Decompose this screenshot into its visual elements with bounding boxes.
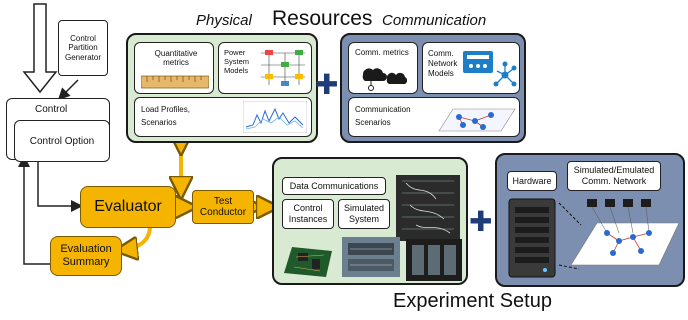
communication-resources-panel: Comm. metrics Comm. Network Models Commu… xyxy=(340,33,526,143)
simulated-network-card: Simulated/Emulated Comm. Network xyxy=(567,161,661,191)
comm-network-models-label: Comm. Network Models xyxy=(428,49,458,78)
partition-to-control-line xyxy=(57,79,79,101)
evaluator-label: Evaluator xyxy=(94,198,162,215)
load-profiles-card: Load Profiles, Scenarios xyxy=(134,97,312,137)
resources-heading: Resources xyxy=(272,7,373,30)
control-option-box: Control Option xyxy=(14,120,110,162)
network-topology-icon xyxy=(438,108,516,132)
hardware-label: Hardware xyxy=(512,176,552,186)
simulated-network-label: Simulated/Emulated Comm. Network xyxy=(573,165,655,186)
emulated-network-icon xyxy=(570,199,680,266)
communication-scenarios-label: Communication Scenarios xyxy=(355,105,411,127)
experiment-network-panel: Hardware Simulated/Emulated Comm. Networ… xyxy=(495,153,685,287)
test-conductor-label: Test Conductor xyxy=(199,195,247,219)
control-instances-card: Control Instances xyxy=(282,199,334,229)
dashed-connection-lines xyxy=(558,202,582,270)
electronics-rack-photo xyxy=(406,239,462,281)
physical-heading: Physical xyxy=(196,12,252,29)
communication-scenarios-card: Communication Scenarios xyxy=(348,97,520,137)
data-communications-card: Data Communications xyxy=(282,177,386,195)
experiment-plus-icon: ✚ xyxy=(469,205,493,238)
comm-metrics-label: Comm. metrics xyxy=(355,48,409,57)
network-device-icon xyxy=(463,51,517,87)
cloud-network-icon xyxy=(362,68,408,91)
simulated-system-label: Simulated System xyxy=(343,203,385,224)
power-system-models-label: Power System Models xyxy=(224,48,250,75)
experiment-setup-heading: Experiment Setup xyxy=(393,290,552,312)
evaluator-box: Evaluator xyxy=(80,186,176,228)
load-profiles-label: Load Profiles, Scenarios xyxy=(141,105,190,127)
server-rack-photo xyxy=(396,175,460,241)
quantitative-metrics-label: Quantitative metrics xyxy=(154,49,198,68)
power-system-diagram-icon xyxy=(261,50,305,86)
data-communications-label: Data Communications xyxy=(289,181,379,191)
evaluation-summary-label: Evaluation Summary xyxy=(60,242,112,268)
communication-heading: Communication xyxy=(382,12,487,29)
control-instances-label: Control Instances xyxy=(288,203,328,224)
evaluation-summary-box: Evaluation Summary xyxy=(50,236,122,276)
comm-metrics-card: Comm. metrics xyxy=(348,42,418,94)
comm-network-models-card: Comm. Network Models xyxy=(422,42,520,94)
simulated-system-card: Simulated System xyxy=(338,199,390,229)
power-system-models-card: Power System Models xyxy=(218,42,312,94)
experiment-hardware-panel: Data Communications Control Instances Si… xyxy=(272,157,468,285)
evaluator-to-summary-arrow xyxy=(122,225,152,250)
quantitative-metrics-card: Quantitative metrics xyxy=(134,42,214,94)
server-tower-icon xyxy=(508,198,556,278)
control-option-label: Control Option xyxy=(29,135,95,147)
resources-plus-icon: ✚ xyxy=(315,68,339,101)
input-hollow-arrow xyxy=(22,3,58,94)
summary-to-control-line xyxy=(18,155,50,265)
hardware-card: Hardware xyxy=(507,171,557,191)
equipment-photo xyxy=(342,237,400,277)
circuit-board-photo xyxy=(284,247,332,277)
test-conductor-box: Test Conductor xyxy=(192,190,254,224)
ruler-icon xyxy=(141,75,209,89)
control-partition-generator-box: Control Partition Generator xyxy=(58,20,108,76)
control-partition-generator-label: Control Partition Generator xyxy=(64,33,102,62)
load-profile-chart-icon xyxy=(243,101,307,133)
control-to-evaluator-line xyxy=(37,160,83,212)
control-label: Control xyxy=(35,104,68,115)
physical-resources-panel: Quantitative metrics Power System Models… xyxy=(126,33,318,143)
